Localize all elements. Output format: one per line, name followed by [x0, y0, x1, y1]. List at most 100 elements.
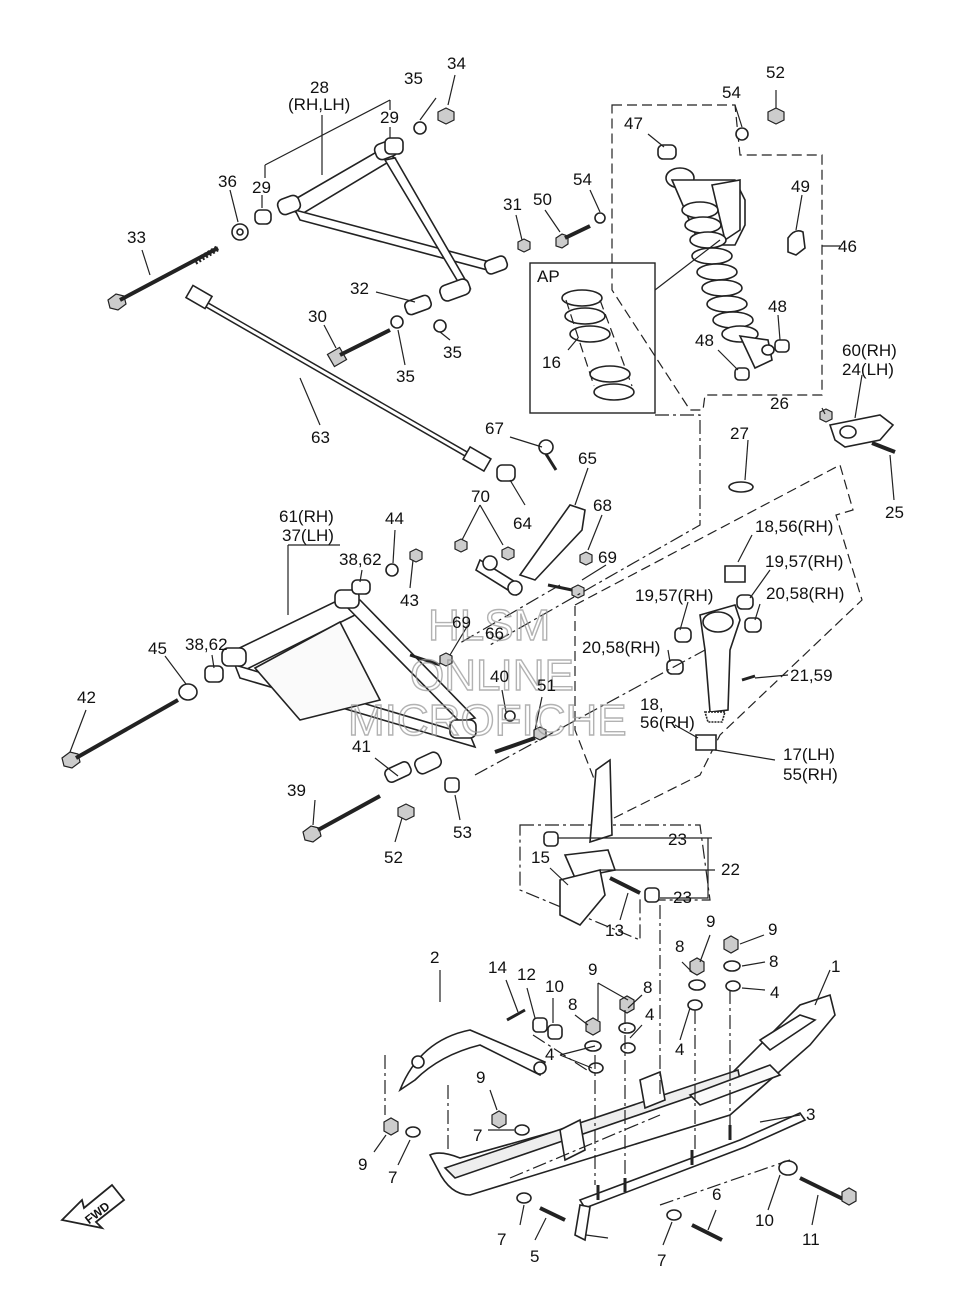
torsion-shaft	[184, 284, 492, 473]
callout-54-a: 54	[722, 83, 741, 102]
callout-41: 41	[352, 737, 371, 756]
upper-a-arm	[276, 139, 509, 302]
callout-60-rh: 60(RH)	[842, 341, 897, 360]
callout-19-57-a: 19,57(RH)	[765, 552, 843, 571]
callout-11: 11	[802, 1230, 820, 1249]
callout-7-d: 7	[657, 1251, 666, 1270]
callout-52-a: 52	[766, 63, 785, 82]
callout-54-b: 54	[573, 170, 592, 189]
bolt-33	[107, 245, 220, 311]
callout-47: 47	[624, 114, 643, 133]
callout-25: 25	[885, 503, 904, 522]
callout-66: 66	[485, 624, 504, 643]
leader-lines	[69, 74, 895, 1246]
watermark: HLSM ONLINE MICROFICHE	[347, 600, 627, 745]
callout-9-b: 9	[768, 920, 777, 939]
callout-20-58-a: 20,58(RH)	[766, 584, 844, 603]
callout-2: 2	[430, 948, 439, 967]
callout-4-c: 4	[770, 983, 779, 1002]
callout-38-62-b: 38,62	[185, 635, 228, 654]
callout-20-58-b: 20,58(RH)	[582, 638, 660, 657]
callout-4-d: 4	[545, 1045, 554, 1064]
watermark-line-2: ONLINE	[410, 651, 574, 700]
callout-9-e: 9	[358, 1155, 367, 1174]
callout-23-a: 23	[668, 830, 687, 849]
callout-23-b: 23	[673, 888, 692, 907]
spring-inset-box: AP	[529, 262, 656, 414]
callout-70: 70	[471, 487, 490, 506]
callout-53: 53	[453, 823, 472, 842]
inset-label: AP	[537, 267, 560, 286]
callout-12: 12	[517, 965, 536, 984]
callout-43: 43	[400, 591, 419, 610]
shock-assembly-boundary	[611, 104, 823, 411]
callout-51: 51	[537, 676, 556, 695]
callout-56-rh-lower: 56(RH)	[640, 713, 695, 732]
bolt-42	[61, 665, 224, 769]
callout-9-d: 9	[476, 1068, 485, 1087]
callout-8-b: 8	[769, 952, 778, 971]
callout-10-b: 10	[755, 1211, 774, 1230]
callout-65: 65	[578, 449, 597, 468]
callout-30: 30	[308, 307, 327, 326]
callout-38-62-a: 38,62	[339, 550, 382, 569]
callout-3: 3	[806, 1105, 815, 1124]
bolt-30	[326, 328, 391, 368]
callout-46: 46	[838, 237, 857, 256]
callout-49: 49	[791, 177, 810, 196]
callout-8-a: 8	[675, 937, 684, 956]
callout-13: 13	[605, 921, 624, 940]
callout-24-lh: 24(LH)	[842, 360, 894, 379]
watermark-line-1: HLSM	[428, 601, 550, 650]
callout-7-a: 7	[473, 1126, 482, 1145]
callout-61-rh: 61(RH)	[279, 507, 334, 526]
callout-48-b: 48	[695, 331, 714, 350]
bolt-39	[302, 777, 460, 843]
callout-48-a: 48	[768, 297, 787, 316]
callout-19-57-b: 19,57(RH)	[635, 586, 713, 605]
callout-4-a: 4	[645, 1005, 654, 1024]
callout-52-b: 52	[384, 848, 403, 867]
callout-42: 42	[77, 688, 96, 707]
callout-29-b: 29	[252, 178, 271, 197]
callout-35-c: 35	[443, 343, 462, 362]
callout-68: 68	[593, 496, 612, 515]
callout-28-rh-lh: (RH,LH)	[288, 95, 350, 114]
callout-7-b: 7	[388, 1168, 397, 1187]
spindle-assembly-boundary	[574, 464, 863, 821]
callout-9-a: 9	[706, 912, 715, 931]
callout-35-a: 35	[404, 69, 423, 88]
alignment-lines	[384, 414, 791, 1206]
callout-28: 28	[310, 78, 329, 97]
callout-45: 45	[148, 639, 167, 658]
callout-34: 34	[447, 54, 466, 73]
spring-illustration	[561, 289, 635, 401]
callout-40: 40	[490, 667, 509, 686]
callout-32: 32	[350, 279, 369, 298]
callout-55-rh: 55(RH)	[783, 765, 838, 784]
callout-18-56-upper: 18,56(RH)	[755, 517, 833, 536]
callout-31: 31	[503, 195, 522, 214]
callout-39: 39	[287, 781, 306, 800]
callout-64: 64	[513, 514, 532, 533]
forward-direction-arrow: FWD	[60, 1183, 126, 1230]
callout-17-lh: 17(LH)	[783, 745, 835, 764]
callout-15: 15	[531, 848, 550, 867]
callout-labels: 1 2 3 4 4 4 4 5 6 7 7 7 7 8 8 8 8 9 9 9 …	[77, 54, 904, 1270]
callout-27: 27	[730, 424, 749, 443]
callout-36: 36	[218, 172, 237, 191]
ski-hardware	[383, 935, 857, 1242]
callout-4-b: 4	[675, 1040, 684, 1059]
spindle-assembly	[543, 408, 896, 926]
callout-69-b: 69	[452, 613, 471, 632]
callout-7-c: 7	[497, 1230, 506, 1249]
lower-a-arm	[221, 589, 477, 783]
callout-5: 5	[530, 1247, 539, 1266]
callout-50: 50	[533, 190, 552, 209]
callout-14: 14	[488, 958, 507, 977]
callout-67: 67	[485, 419, 504, 438]
bolt-50	[555, 212, 606, 249]
callout-1: 1	[831, 957, 840, 976]
callout-69-a: 69	[598, 548, 617, 567]
